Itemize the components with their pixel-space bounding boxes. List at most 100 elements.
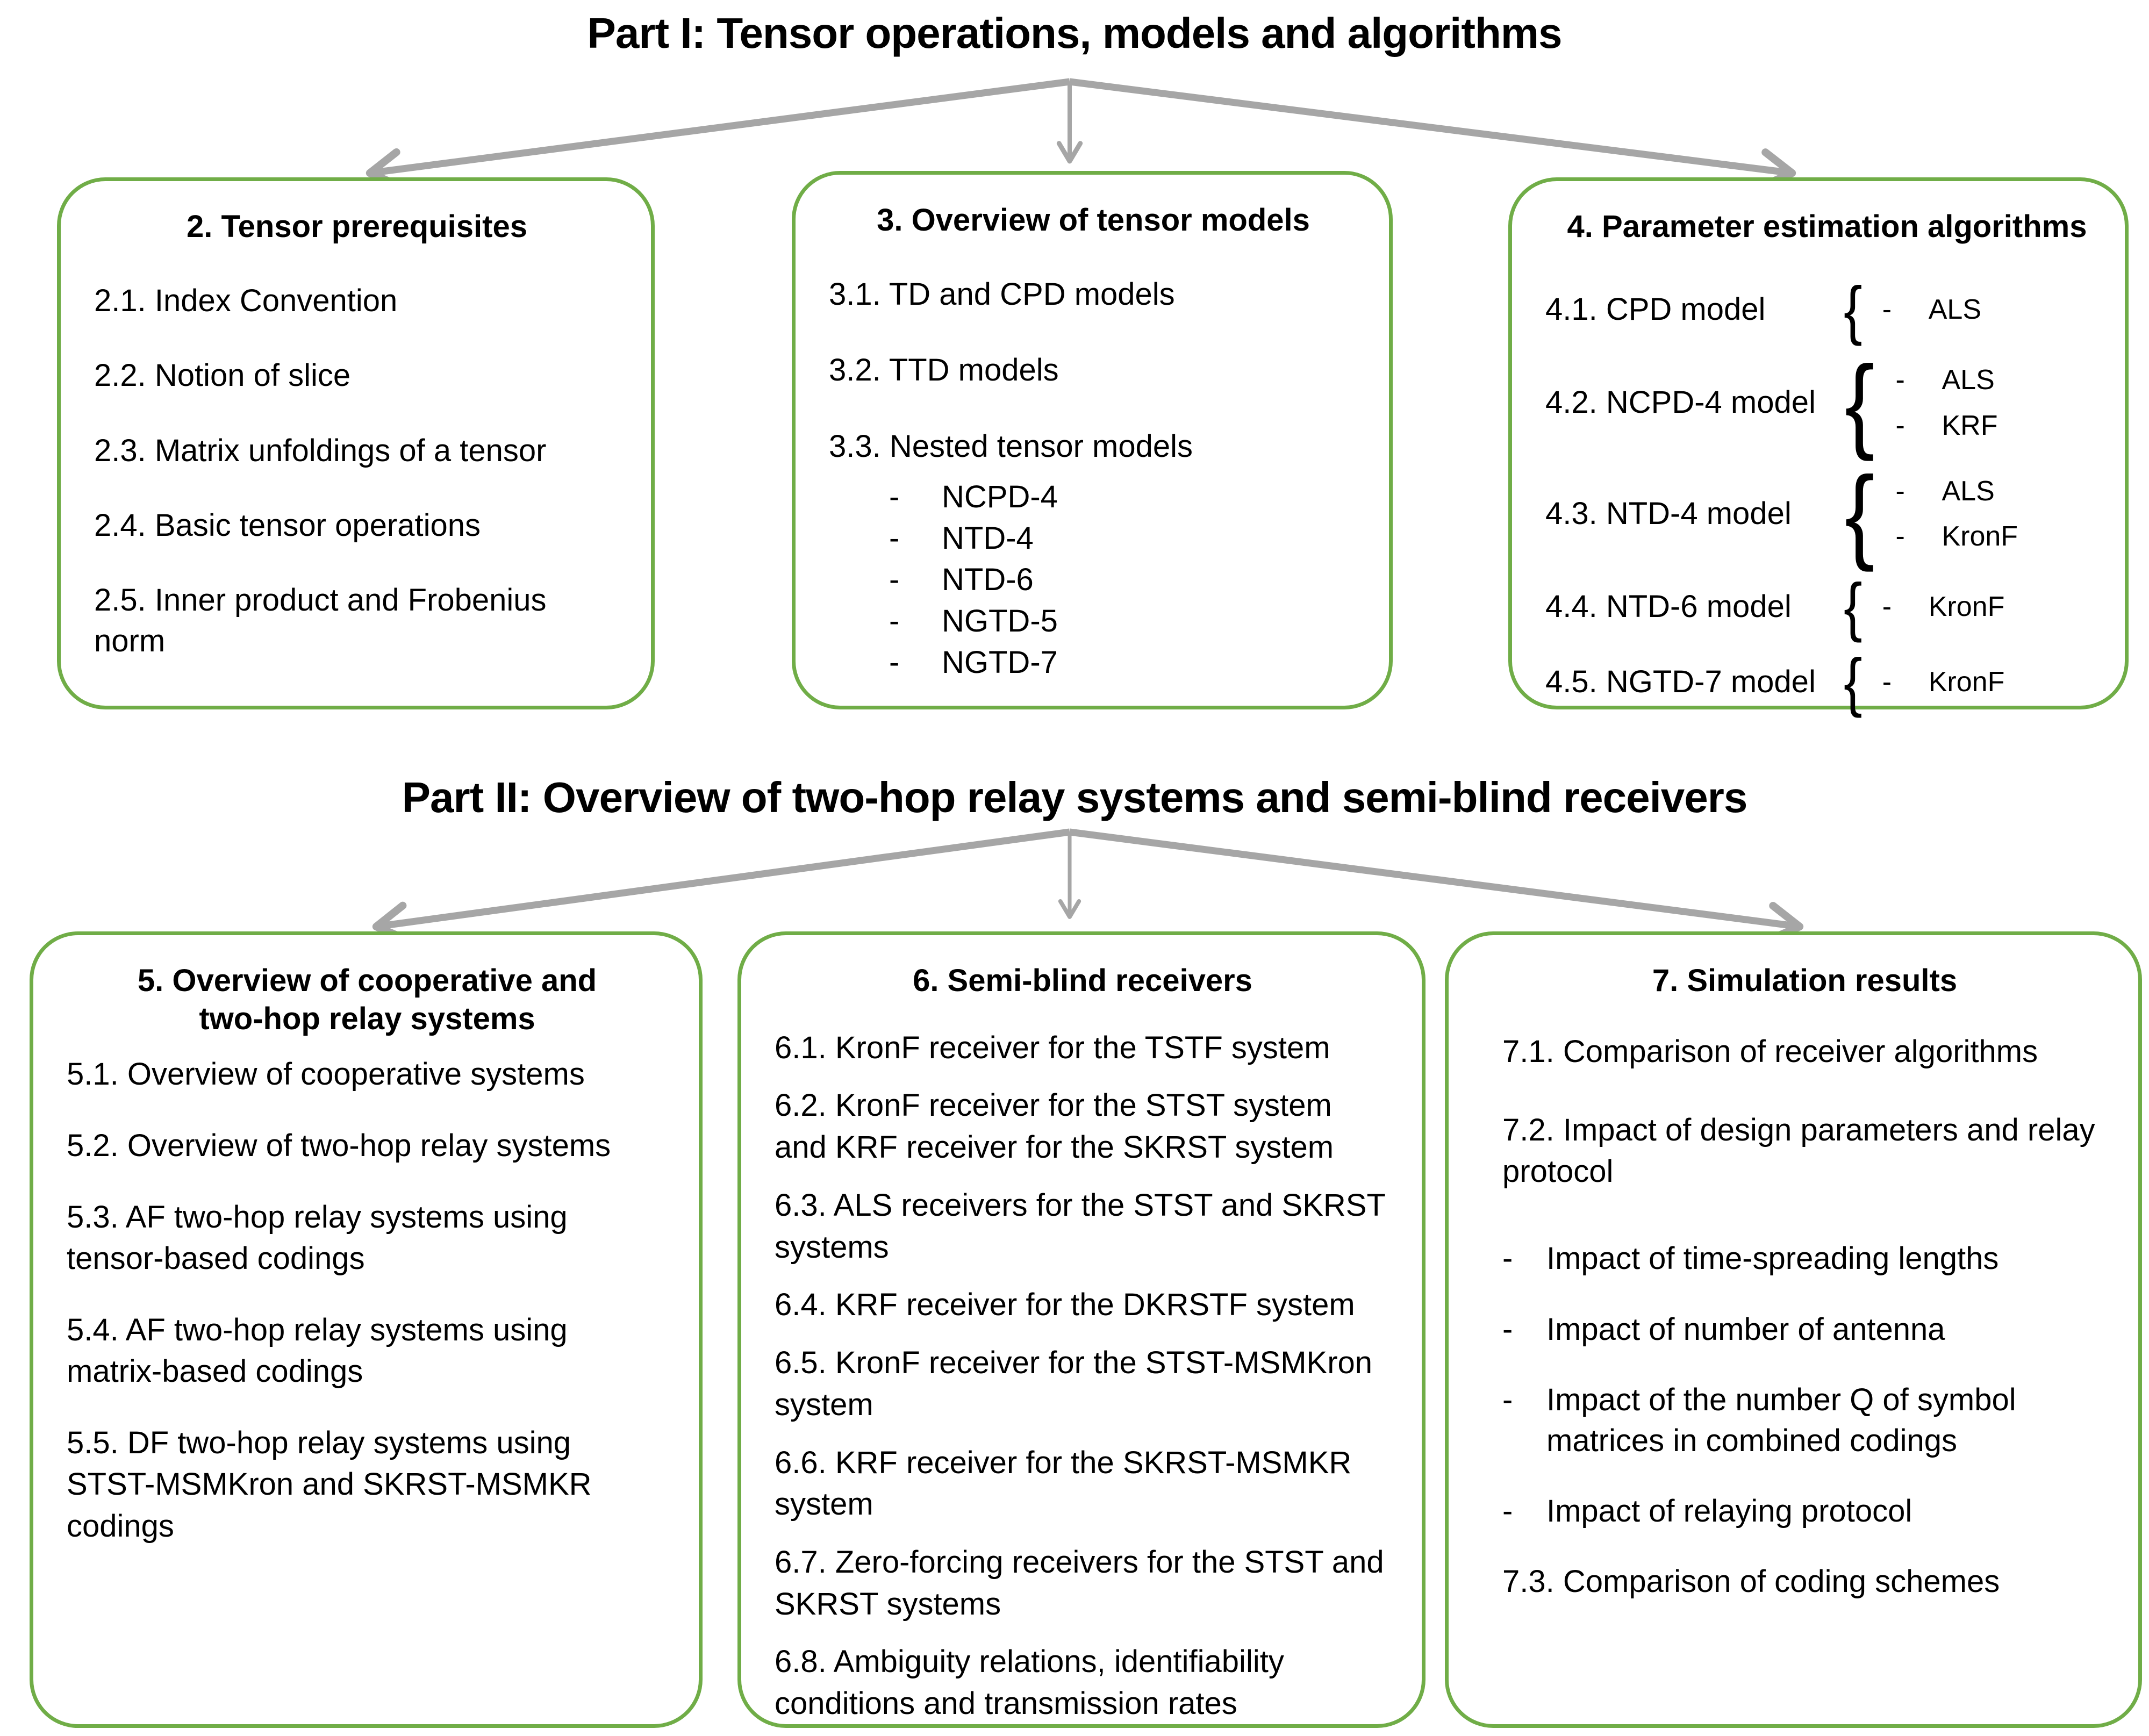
dash-bullet-icon: - <box>889 521 900 556</box>
dash-bullet-icon: - <box>1882 591 1892 623</box>
toc-item: 5.2. Overview of two-hop relay systems <box>67 1128 611 1163</box>
toc-item: 3.2. TTD models <box>829 353 1059 388</box>
list-item-label: NTD-6 <box>942 562 1034 598</box>
toc-item: 5.1. Overview of cooperative systems <box>67 1056 585 1092</box>
model-algorithms-row: 4.2. NCPD-4 model { - ALS - KRF <box>1545 343 2109 462</box>
dash-bullet-icon: - <box>889 479 900 514</box>
section-box-cooperative-relay-systems: 5. Overview of cooperative and two-hop r… <box>30 931 703 1728</box>
section-box-tensor-models: 3. Overview of tensor models 3.1. TD and… <box>792 171 1393 709</box>
dash-bullet-icon: - <box>1895 364 1905 396</box>
box-title: 6. Semi-blind receivers <box>913 963 1252 998</box>
toc-item: 7.2. Impact of design parameters and rel… <box>1502 1113 2095 1189</box>
model-label: 4.4. NTD-6 model <box>1545 589 1792 624</box>
toc-item: 5.5. DF two-hop relay systems using STST… <box>67 1425 592 1544</box>
list-item-label: Impact of number of antenna <box>1546 1311 1945 1347</box>
list-item: - Impact of time-spreading lengths <box>1502 1238 2107 1279</box>
section-box-tensor-prerequisites: 2. Tensor prerequisites 2.1. Index Conve… <box>57 177 655 709</box>
dash-bullet-icon: - <box>1882 666 1892 698</box>
toc-item: 5.4. AF two-hop relay systems using matr… <box>67 1312 568 1389</box>
part1-arrow-right-icon <box>1069 78 1796 191</box>
list-item: - NCPD-4 <box>889 476 1358 518</box>
dash-bullet-icon: - <box>1895 410 1905 441</box>
brace-icon: { <box>1844 454 1875 572</box>
brace-icon: { <box>1844 570 1863 643</box>
algorithm-list: - ALS - KRF <box>1895 363 1997 442</box>
list-item-label: Impact of time-spreading lengths <box>1546 1241 1999 1276</box>
toc-item: 2.5. Inner product and Frobenius norm <box>94 583 547 658</box>
nested-model-list: - NCPD-4 - NTD-4 - NTD-6 - NGTD-5 - NGTD… <box>889 476 1358 684</box>
model-algorithms-row: 4.5. NGTD-7 model { - KronF <box>1545 645 2109 719</box>
toc-item: 6.6. KRF receiver for the SKRST-MSMKR sy… <box>775 1445 1352 1522</box>
toc-item: 2.1. Index Convention <box>94 283 398 318</box>
part2-connectors <box>372 828 1804 944</box>
section-box-semi-blind-receivers: 6. Semi-blind receivers 6.1. KronF recei… <box>737 931 1425 1728</box>
dash-bullet-icon: - <box>1502 1493 1513 1529</box>
dash-bullet-icon: - <box>1502 1241 1513 1276</box>
list-item-label: NTD-4 <box>942 521 1034 556</box>
algorithm-item: - ALS <box>1895 363 1997 397</box>
box-title: 3. Overview of tensor models <box>877 203 1310 238</box>
dash-bullet-icon: - <box>1502 1311 1513 1347</box>
section-box-estimation-algorithms: 4. Parameter estimation algorithms 4.1. … <box>1508 177 2129 719</box>
dash-bullet-icon: - <box>1882 294 1892 326</box>
dash-bullet-icon: - <box>1502 1382 1513 1418</box>
list-item-label: NGTD-7 <box>942 645 1058 680</box>
algorithm-item: - KronF <box>1895 520 2018 553</box>
box-title: 5. Overview of cooperative and two-hop r… <box>137 963 597 1036</box>
part2-title: Part II: Overview of two-hop relay syste… <box>402 773 1748 821</box>
toc-item: 2.2. Notion of slice <box>94 358 351 393</box>
dash-bullet-icon: - <box>1895 521 1905 553</box>
model-label: 4.2. NCPD-4 model <box>1545 385 1816 420</box>
algorithm-item: - ALS <box>1882 293 1981 326</box>
dash-bullet-icon: - <box>889 562 900 598</box>
list-item: - Impact of the number Q of symbol matri… <box>1502 1380 2107 1461</box>
model-label: 4.3. NTD-4 model <box>1545 496 1792 531</box>
list-item: - Impact of relaying protocol <box>1502 1491 2107 1531</box>
algorithm-list: - KronF <box>1882 665 2005 699</box>
list-item: - NGTD-7 <box>889 642 1358 683</box>
algorithm-label: ALS <box>1942 475 1995 507</box>
part2-arrow-left-icon <box>372 828 1070 944</box>
brace-icon: { <box>1844 272 1863 346</box>
toc-item: 2.3. Matrix unfoldings of a tensor <box>94 433 547 468</box>
part1-connectors <box>366 78 1796 191</box>
algorithm-list: - ALS - KronF <box>1895 475 2018 554</box>
toc-item: 6.4. KRF receiver for the DKRSTF system <box>775 1287 1355 1323</box>
part2-arrow-right-icon <box>1069 828 1804 944</box>
toc-item: 5.3. AF two-hop relay systems using tens… <box>67 1199 568 1276</box>
toc-item: 6.1. KronF receiver for the TSTF system <box>775 1030 1330 1065</box>
brace-icon: { <box>1844 645 1863 719</box>
toc-item: 7.3. Comparison of coding schemes <box>1502 1564 2000 1599</box>
toc-item: 6.3. ALS receivers for the STST and SKRS… <box>775 1187 1385 1265</box>
model-label: 4.5. NGTD-7 model <box>1545 664 1816 699</box>
algorithm-list: - KronF <box>1882 590 2005 623</box>
algorithm-item: - KronF <box>1882 665 2005 699</box>
toc-item: 6.2. KronF receiver for the STST system … <box>775 1088 1334 1165</box>
model-label: 4.1. CPD model <box>1545 292 1766 327</box>
dash-bullet-icon: - <box>889 645 900 680</box>
algorithm-label: KronF <box>1928 666 2005 698</box>
list-item: - NGTD-5 <box>889 600 1358 642</box>
algorithm-list: - ALS <box>1882 293 1981 326</box>
dash-bullet-icon: - <box>889 604 900 639</box>
algorithm-label: ALS <box>1928 294 1982 326</box>
box-title: 4. Parameter estimation algorithms <box>1567 209 2087 244</box>
algorithm-label: KronF <box>1928 591 2005 623</box>
list-item: - NTD-6 <box>889 559 1358 600</box>
toc-item: 3.3. Nested tensor models <box>829 428 1193 464</box>
algorithm-label: ALS <box>1942 364 1995 396</box>
algorithm-label: KRF <box>1942 410 1998 441</box>
algorithm-item: - KronF <box>1882 590 2005 623</box>
toc-item: 6.5. KronF receiver for the STST-MSMKron… <box>775 1345 1373 1422</box>
algorithm-item: - KRF <box>1895 409 1997 442</box>
algorithm-label: KronF <box>1942 521 2018 553</box>
brace-icon: { <box>1844 343 1875 462</box>
part1-arrow-left-icon <box>366 78 1070 191</box>
list-item-label: NCPD-4 <box>942 479 1058 514</box>
toc-item: 6.7. Zero-forcing receivers for the STST… <box>775 1544 1384 1622</box>
dash-bullet-icon: - <box>1895 475 1905 507</box>
model-algorithms-row: 4.3. NTD-4 model { - ALS - KronF <box>1545 454 2109 572</box>
list-item-label: Impact of the number Q of symbol matrice… <box>1546 1382 2016 1458</box>
box-title: 2. Tensor prerequisites <box>187 209 527 244</box>
